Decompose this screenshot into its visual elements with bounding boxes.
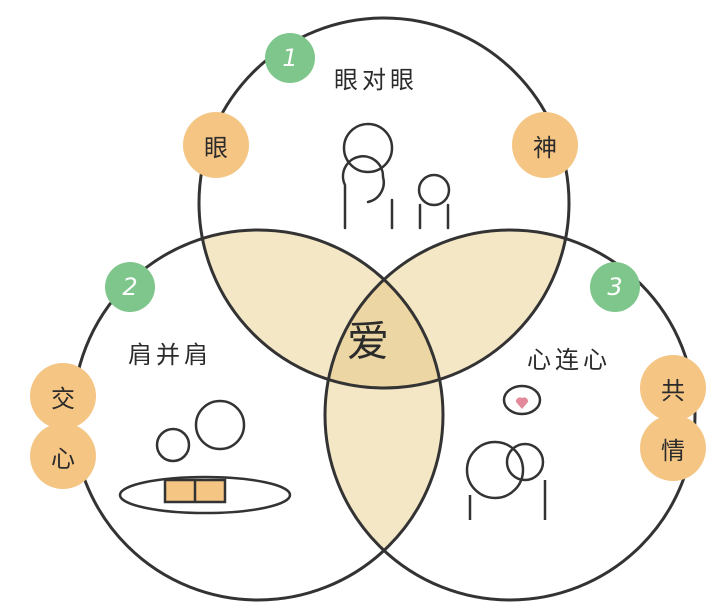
set-title-1: 眼对眼 <box>334 66 418 94</box>
tag-3-b: 情 <box>640 415 706 481</box>
tag-1-a: 眼 <box>183 112 249 178</box>
circle-3 <box>323 228 697 602</box>
heart-figures <box>465 384 547 520</box>
set-title-3: 心连心 <box>527 346 611 374</box>
set-number-3: 3 <box>590 262 640 312</box>
center-label: 爱 <box>346 316 389 366</box>
circle-1 <box>197 16 571 390</box>
shoulder-figures <box>118 399 292 515</box>
tag-2-a: 交 <box>30 363 96 429</box>
set-number-2: 2 <box>105 262 155 312</box>
set-title-2: 肩并肩 <box>128 341 212 369</box>
tag-2-b: 心 <box>30 423 96 489</box>
eye-contact-figures <box>341 122 451 230</box>
tag-3-a: 共 <box>640 355 706 421</box>
set-number-1: 1 <box>265 33 315 83</box>
tag-1-b: 神 <box>512 112 578 178</box>
